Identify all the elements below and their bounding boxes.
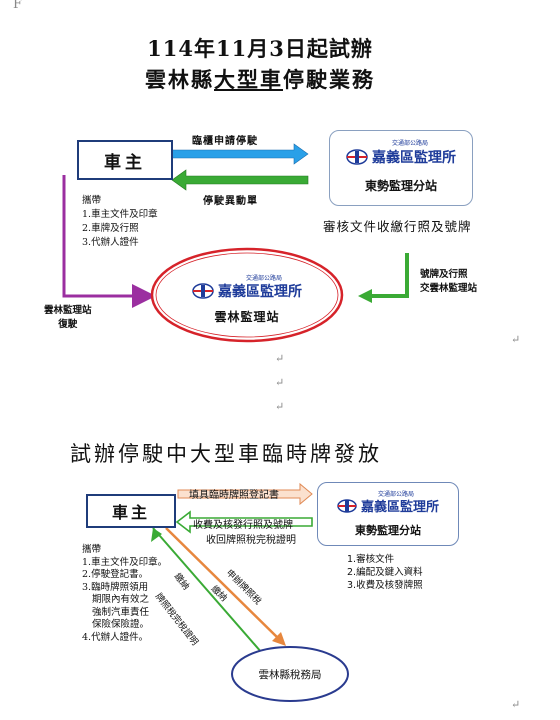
bring-item: 強制汽車責任 xyxy=(92,606,150,618)
title-line-2: 雲林縣大型車停駛業務 xyxy=(0,64,520,94)
transfer-line-1: 號牌及行照 xyxy=(420,269,468,280)
bring-item: 期限內有效之 xyxy=(92,594,150,605)
office-logo: 嘉義區監理所 xyxy=(342,147,460,167)
resume-arrow xyxy=(62,175,156,308)
tax-office-label: 雲林縣稅務局 xyxy=(258,669,322,681)
form-label: 填具臨時牌照登記書 xyxy=(189,490,279,501)
apply-arrow xyxy=(171,143,309,165)
yunlin-station-oval xyxy=(150,247,344,343)
office-steps: 1.審核文件 2.編配及鍵入資料 3.收費及核發牌照 xyxy=(347,553,423,592)
apply-label: 臨櫃申請停駛 xyxy=(192,136,258,147)
bring-item: 1.車主文件及印章。 xyxy=(82,556,168,568)
dongshi-office-box: 交通部公路局 嘉義區監理所 東勢監理分站 xyxy=(329,130,473,206)
tax-proof-label: 收回牌照稅完稅證明 xyxy=(206,535,296,546)
bring-item: 3.臨時牌照領用 xyxy=(82,581,149,593)
office-name: 嘉義區監理所 xyxy=(372,150,456,166)
oval-logo: 嘉義區監理所 xyxy=(185,281,309,301)
office-step: 1.審核文件 xyxy=(347,554,395,565)
bring-list-2: 攜帶 1.車主文件及印章。 2.停駛登記書。 3.臨時牌照領用 期限內有效之 強… xyxy=(82,544,167,644)
office-agency: 交通部公路局 xyxy=(392,140,429,147)
oval-office-name: 嘉義區監理所 xyxy=(218,284,302,300)
office2-agency: 交通部公路局 xyxy=(378,491,415,498)
office-step: 2.編配及鍵入資料 xyxy=(347,567,423,578)
office-station: 東勢監理分站 xyxy=(364,179,437,193)
transfer-arrow xyxy=(370,253,409,298)
agency-logo-icon xyxy=(192,283,214,299)
office2-name: 嘉義區監理所 xyxy=(360,500,439,515)
tax-office-oval xyxy=(231,646,349,702)
bring-item: 2.停駛登記書。 xyxy=(82,569,149,580)
bring-title-1: 攜帶 xyxy=(82,195,102,206)
agency-logo-icon xyxy=(337,498,357,513)
transfer-label: 號牌及行照 交雲林監理站 xyxy=(420,268,477,296)
title-line-1: 114年11月3日起試辦 xyxy=(147,36,373,61)
oval-station: 雲林監理站 xyxy=(214,310,280,324)
bring-title-2: 攜帶 xyxy=(82,544,102,555)
resume-line-1: 雲林監理站 xyxy=(44,305,92,316)
title-line-2-pre: 雲林縣 xyxy=(145,67,214,92)
resume-line-2: 復駛 xyxy=(58,319,78,330)
bring-item: 4.代辦人證件。 xyxy=(82,631,149,643)
resume-label: 雲林監理站 復駛 xyxy=(44,304,92,332)
oval-agency: 交通部公路局 xyxy=(246,275,283,282)
return-mark: ↵ xyxy=(511,333,521,346)
review-text: 審核文件收繳行照及號牌 xyxy=(323,219,472,234)
flow-diagram-2 xyxy=(151,482,349,702)
office-step: 3.收費及核發牌照 xyxy=(347,580,423,591)
return-arrow xyxy=(171,169,309,191)
owner-box-2: 車主 xyxy=(86,494,176,528)
bring-item: 1.車主文件及印章 xyxy=(82,209,158,220)
transfer-line-2: 交雲林監理站 xyxy=(420,283,478,294)
bring-item: 2.車牌及行照 xyxy=(82,223,139,234)
bring-item: 3.代辦人證件 xyxy=(82,237,139,248)
dongshi-office-box-2: 交通部公路局 嘉義區監理所 東勢監理分站 xyxy=(317,482,459,546)
bring-list-1: 攜帶 1.車主文件及印章 2.車牌及行照 3.代辦人證件 xyxy=(82,194,158,250)
flow-diagram-1 xyxy=(62,143,409,343)
bring-item: 保險保險證。 xyxy=(92,619,150,630)
return-mark: ↵ xyxy=(275,400,285,413)
section-2-title: 試辦停駛中大型車臨時牌發放 xyxy=(70,442,382,466)
fee-label: 收費及核發行照及號牌 xyxy=(193,520,293,531)
owner-box: 車主 xyxy=(77,140,173,180)
form-arrow xyxy=(177,482,313,506)
green-diagonal xyxy=(152,527,263,654)
title-line-2-underlined: 大型車 xyxy=(214,67,283,92)
fee-arrow xyxy=(175,510,313,534)
office2-logo: 嘉義區監理所 xyxy=(328,496,448,515)
office2-station: 東勢監理分站 xyxy=(355,524,421,537)
agency-logo-icon xyxy=(346,149,368,165)
end-mark: ↵ xyxy=(511,698,521,711)
orange-diagonal xyxy=(165,527,283,643)
return-mark: ↵ xyxy=(275,376,285,389)
return-mark: ↵ xyxy=(275,352,285,365)
return-label: 停駛異動單 xyxy=(203,196,258,207)
title-line-2-post: 停駛業務 xyxy=(283,67,375,92)
corner-mark: F xyxy=(13,0,23,12)
